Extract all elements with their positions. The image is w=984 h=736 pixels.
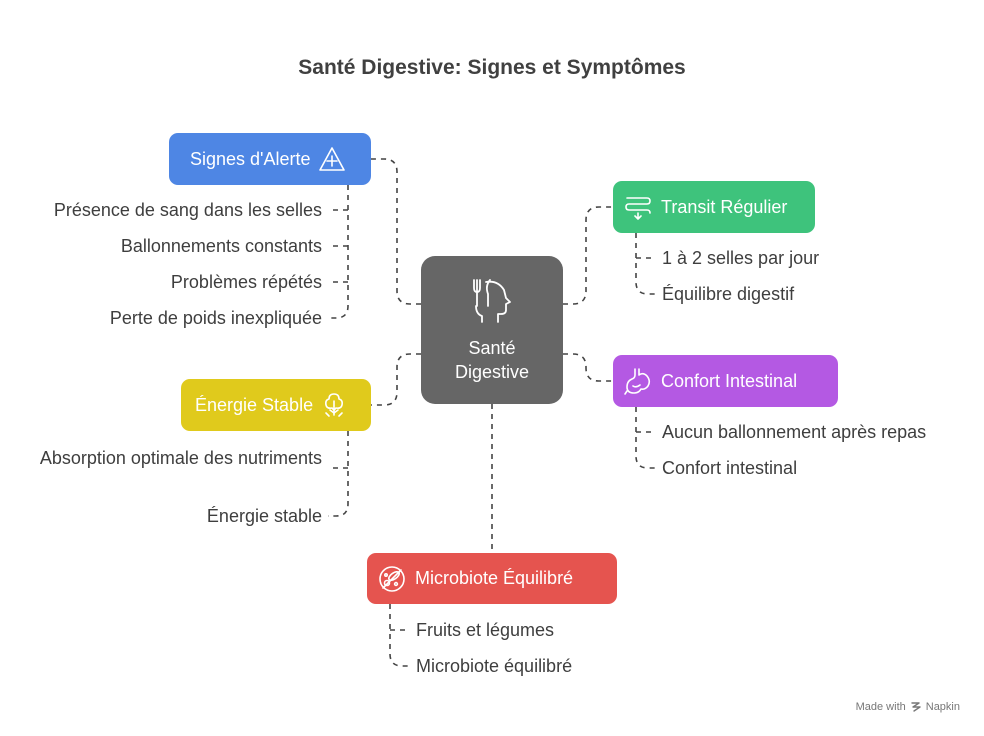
intestine-flow-icon [623,192,653,222]
stomach-icon [623,366,653,396]
list-item: Énergie stable [206,506,322,526]
diagram-title: Santé Digestive: Signes et Symptômes [298,56,686,79]
list-item: Fruits et légumes [416,620,555,640]
branch-label: Signes d'Alerte [190,148,311,169]
list-item: Confort intestinal [662,458,798,478]
warning-triangle-icon [317,144,347,174]
list-item: 1 à 2 selles par jour [662,248,820,268]
plant-icon [319,390,349,420]
branch-label: Énergie Stable [195,394,314,415]
napkin-watermark: Made with Napkin [856,701,960,713]
bacteria-icon [377,564,407,594]
napkin-logo-icon [911,702,921,712]
list-item: Absorption optimale des nutriments [39,448,322,468]
branch-signes-alerte: Signes d'Alerte [169,133,371,185]
center-node: Santé Digestive [421,256,563,404]
branch-label: Microbiote Équilibré [415,568,574,588]
list-item: Problèmes répétés [170,272,322,292]
branch-energie-stable: Énergie Stable [181,379,371,431]
brand-name: Napkin [925,701,960,713]
branch-label: Transit Régulier [661,196,788,217]
branch-label: Confort Intestinal [661,370,798,391]
branch-microbiote: Microbiote Équilibré [367,553,617,604]
head-fork-icon [473,279,511,323]
list-item: Équilibre digestif [662,284,795,304]
list-item: Perte de poids inexpliquée [109,308,322,328]
made-with-text: Made with [855,701,906,713]
branch-confort-intestinal: Confort Intestinal [613,355,838,407]
center-label: Santé Digestive [454,338,530,382]
branch-transit-regulier: Transit Régulier [613,181,815,233]
list-item: Ballonnements constants [120,236,322,256]
list-item: Aucun ballonnement après repas [662,422,927,442]
list-item: Présence de sang dans les selles [53,200,322,220]
list-item: Microbiote équilibré [416,656,573,676]
